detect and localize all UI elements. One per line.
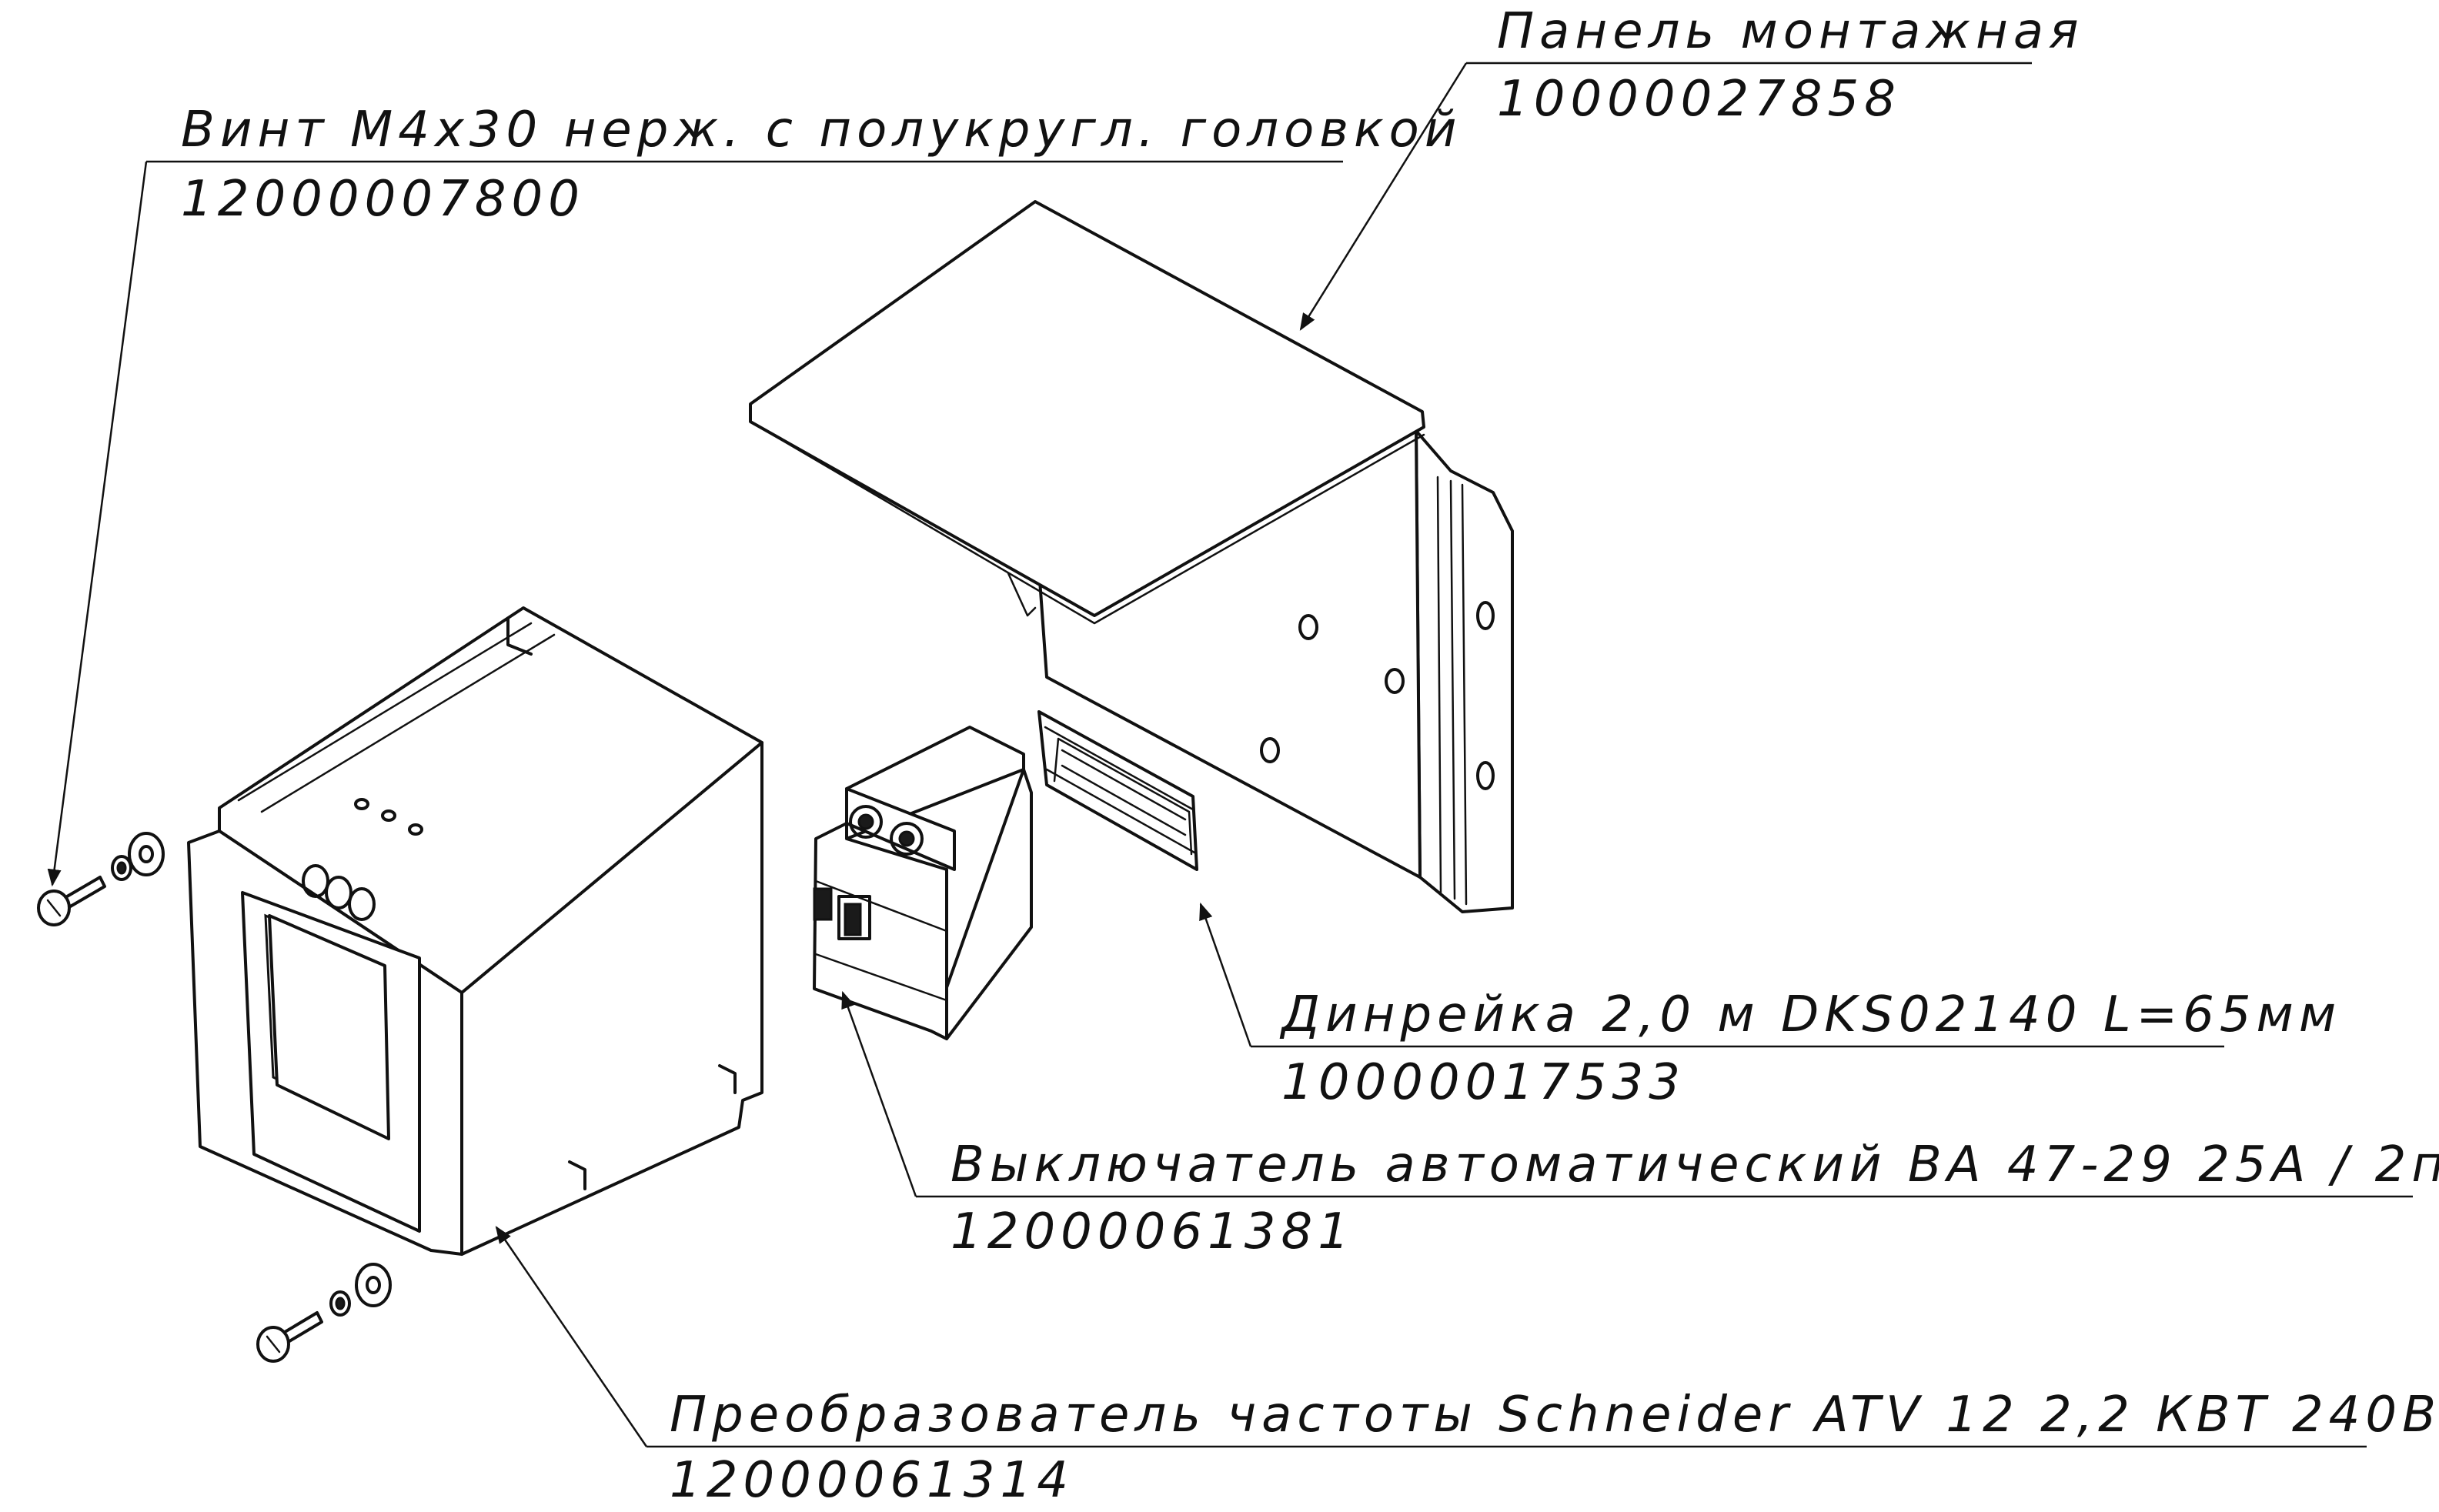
screw-code: 12000007800 — [181, 171, 585, 228]
screw-name: Винт М4х30 нерж. с полукругл. головкой — [181, 102, 1462, 159]
panel-code: 10000027858 — [1497, 71, 1901, 128]
din-rail — [1037, 710, 1198, 871]
callout-vfd: Преобразователь частоты Schneider ATV 12… — [495, 1226, 2439, 1509]
callout-din-rail: Динрейка 2,0 м DKS02140 L=65мм 100000175… — [1199, 902, 2341, 1111]
panel-name: Панель монтажная — [1497, 3, 2084, 60]
circuit-breaker — [813, 726, 1033, 1040]
mounting-panel — [749, 200, 1514, 913]
vfd-name: Преобразователь частоты Schneider ATV 12… — [670, 1387, 2439, 1444]
screw-set-lower — [256, 1263, 392, 1363]
callout-panel: Панель монтажная 10000027858 — [1299, 3, 2084, 331]
breaker-name: Выключатель автоматический ВА 47-29 25А … — [951, 1137, 2439, 1193]
callout-breaker: Выключатель автоматический ВА 47-29 25А … — [841, 990, 2439, 1260]
din-rail-name: Динрейка 2,0 м DKS02140 L=65мм — [1279, 986, 2341, 1043]
breaker-code: 12000061381 — [951, 1203, 1355, 1260]
din-rail-code: 10000017533 — [1281, 1054, 1686, 1111]
callout-screw: Винт М4х30 нерж. с полукругл. головкой 1… — [47, 102, 1462, 887]
vfd-code: 12000061314 — [670, 1452, 1074, 1509]
frequency-inverter — [187, 606, 763, 1256]
screw-set-upper — [37, 832, 165, 926]
